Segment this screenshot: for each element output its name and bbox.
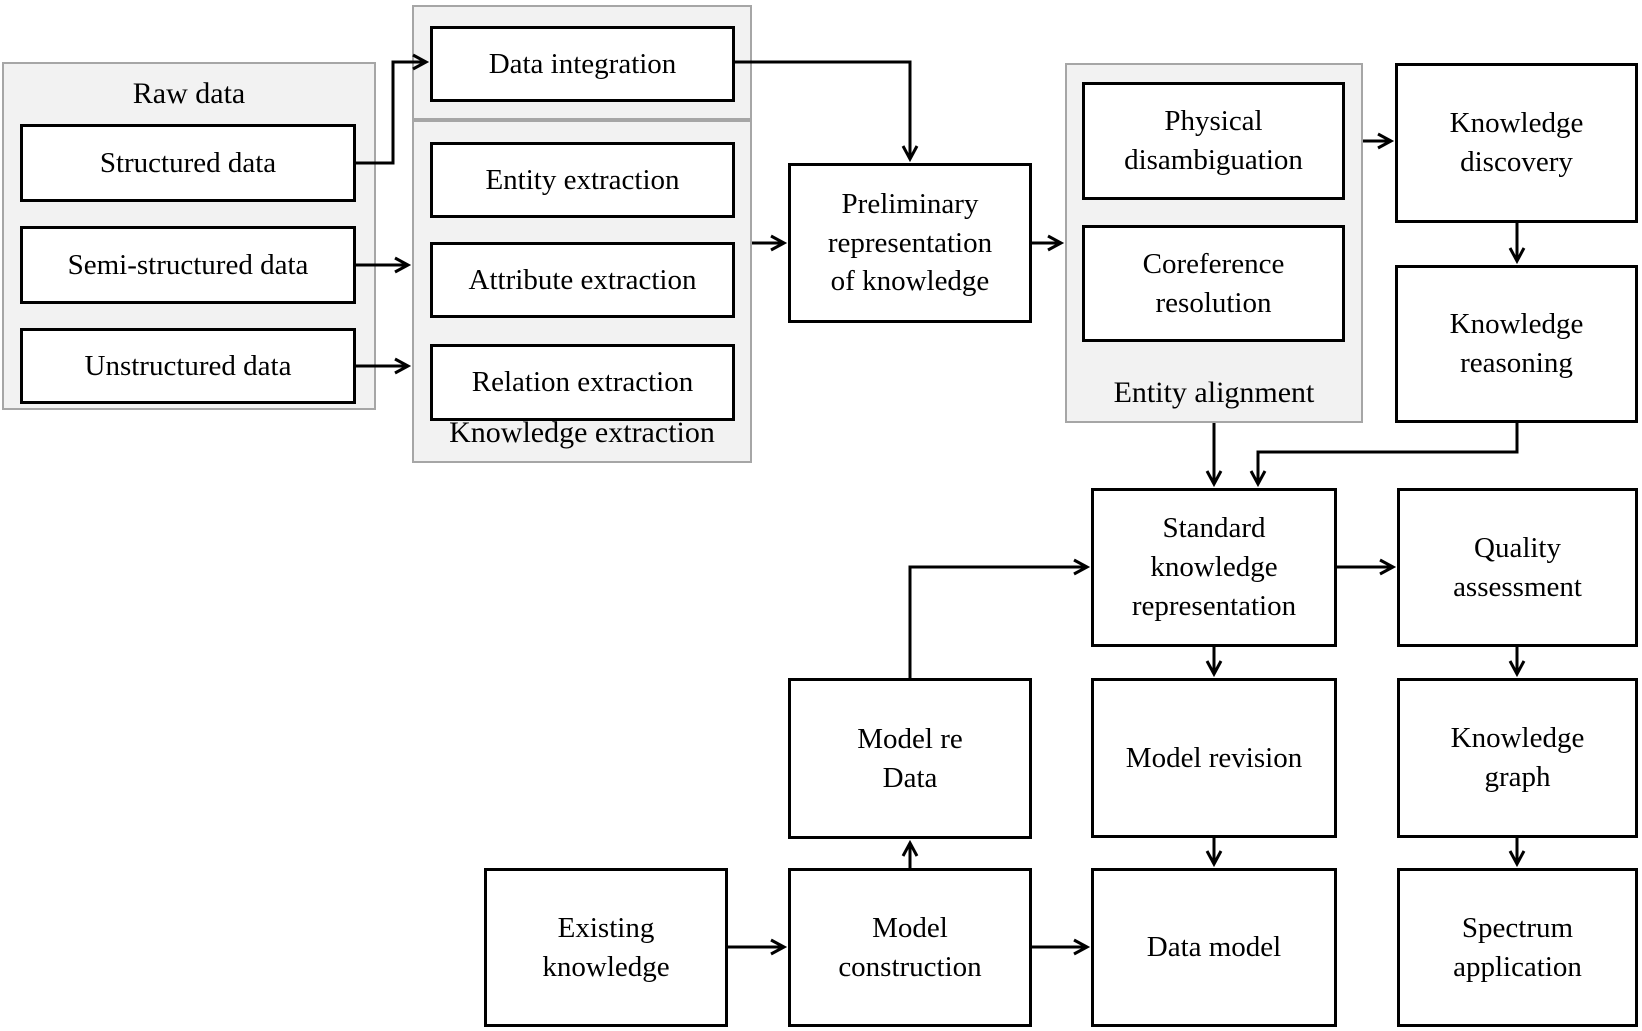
node-existing-knowledge: Existing knowledge xyxy=(484,868,728,1027)
node-model-construction: Model construction xyxy=(788,868,1032,1027)
node-data-model: Data model xyxy=(1091,868,1337,1027)
entity-alignment-panel-label: Entity alignment xyxy=(1113,376,1315,409)
node-physical-disambiguation: Physical disambiguation xyxy=(1082,82,1345,200)
node-relation-extraction: Relation extraction xyxy=(430,344,735,421)
node-semi-structured-data: Semi-structured data xyxy=(20,226,356,304)
node-data-integration: Data integration xyxy=(430,26,735,102)
node-spectrum-application: Spectrum application xyxy=(1397,868,1638,1027)
arrow-knowledge-reasoning-to-standard-representation xyxy=(1249,423,1519,488)
arrow-model-re-data-to-standard-representation xyxy=(908,558,1091,678)
node-model-re-data: Model re Data xyxy=(788,678,1032,839)
node-knowledge-discovery: Knowledge discovery xyxy=(1395,63,1638,223)
arrow-data-integration-to-preliminary xyxy=(735,60,919,163)
node-standard-knowledge-representation: Standard knowledge representation xyxy=(1091,488,1337,647)
node-quality-assessment: Quality assessment xyxy=(1397,488,1638,647)
knowledge-extraction-panel-label: Knowledge extraction xyxy=(449,416,715,449)
node-preliminary-representation: Preliminary representation of knowledge xyxy=(788,163,1032,323)
node-coreference-resolution: Coreference resolution xyxy=(1082,225,1345,342)
node-unstructured-data: Unstructured data xyxy=(20,328,356,404)
node-structured-data: Structured data xyxy=(20,124,356,202)
node-knowledge-reasoning: Knowledge reasoning xyxy=(1395,265,1638,423)
node-knowledge-graph: Knowledge graph xyxy=(1397,678,1638,838)
node-attribute-extraction: Attribute extraction xyxy=(430,242,735,318)
node-entity-extraction: Entity extraction xyxy=(430,142,735,218)
node-model-revision: Model revision xyxy=(1091,678,1337,838)
raw-data-panel-label: Raw data xyxy=(132,77,246,110)
